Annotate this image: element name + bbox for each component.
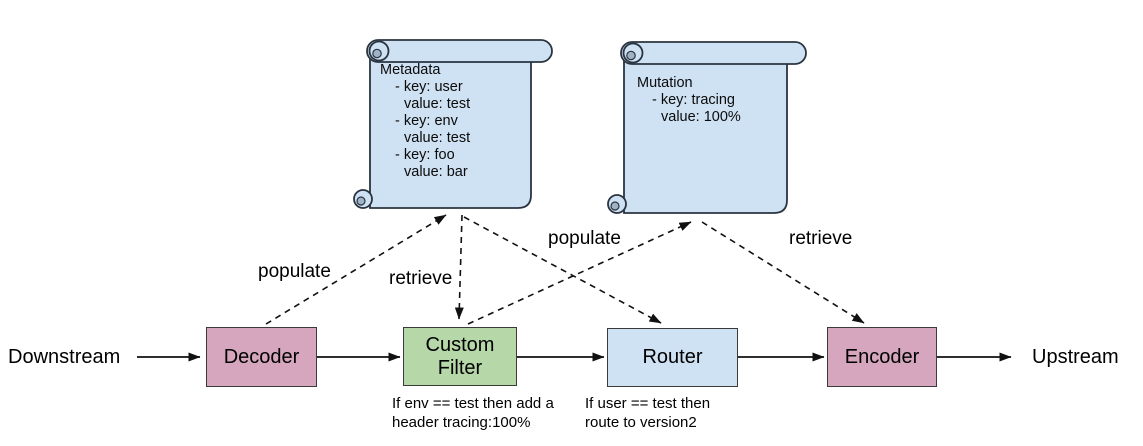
metadata-line: - key: foo	[395, 147, 455, 163]
node-custom-filter: Custom Filter	[403, 327, 517, 386]
upstream-label: Upstream	[1032, 346, 1119, 368]
metadata-scroll-bottom-curl-inner	[356, 196, 366, 206]
metadata-title: Metadata	[380, 62, 441, 78]
dashed-arrow-mutation-retrieve-encoder	[701, 221, 865, 324]
mutation-scroll-body	[623, 49, 788, 214]
mutation-scroll-bottom-curl-inner	[610, 201, 620, 211]
node-decoder-label: Decoder	[223, 345, 300, 368]
mutation-line: - key: tracing	[652, 92, 735, 108]
metadata-line: - key: env	[395, 113, 458, 129]
mutation-scroll-top-curl-inner	[626, 50, 636, 61]
dashed-arrow-metadata-to-router	[463, 216, 662, 324]
node-custom-filter-label: Custom Filter	[425, 333, 495, 379]
metadata-scroll-top-curl-inner	[372, 48, 382, 59]
node-router: Router	[607, 328, 738, 387]
mutation-scroll-shape	[607, 41, 807, 214]
metadata-scroll-shape	[353, 39, 553, 209]
dashed-arrow-custom-filter-populate-mutation	[467, 221, 692, 325]
node-decoder: Decoder	[206, 327, 317, 387]
metadata-scroll-top-roll	[366, 39, 553, 63]
custom-filter-note-line2: header tracing:100%	[392, 414, 531, 431]
metadata-scroll-body	[369, 47, 532, 209]
mutation-scroll-text: Mutation - key: tracing value: 100%	[637, 75, 741, 126]
node-encoder-label: Encoder	[844, 345, 920, 368]
custom-filter-note: If env == test then add a header tracing…	[392, 394, 554, 432]
mutation-scroll-top-roll	[620, 41, 807, 65]
router-note-line2: route to version2	[585, 414, 697, 431]
edge-label-retrieve-right: retrieve	[789, 228, 853, 249]
node-encoder: Encoder	[827, 327, 937, 387]
metadata-scroll-text: Metadata - key: user value: test - key: …	[380, 62, 470, 181]
custom-filter-note-line1: If env == test then add a	[392, 395, 554, 412]
node-router-label: Router	[642, 346, 703, 368]
mutation-title: Mutation	[637, 75, 693, 91]
edge-label-populate-left: populate	[258, 261, 331, 282]
dashed-arrow-metadata-retrieve-custom-filter	[454, 214, 464, 320]
router-note-line1: If user == test then	[585, 395, 711, 412]
metadata-line: - key: user	[395, 79, 463, 95]
edge-label-retrieve-left: retrieve	[389, 268, 453, 289]
downstream-label: Downstream	[8, 346, 121, 368]
metadata-line: value: test	[404, 130, 471, 146]
metadata-line: value: bar	[404, 164, 468, 180]
router-note: If user == test then route to version2	[585, 394, 710, 432]
mutation-line: value: 100%	[661, 109, 741, 125]
edge-label-populate-right: populate	[548, 228, 621, 249]
dashed-arrow-decoder-populate-metadata	[265, 214, 447, 325]
metadata-line: value: test	[404, 96, 471, 112]
